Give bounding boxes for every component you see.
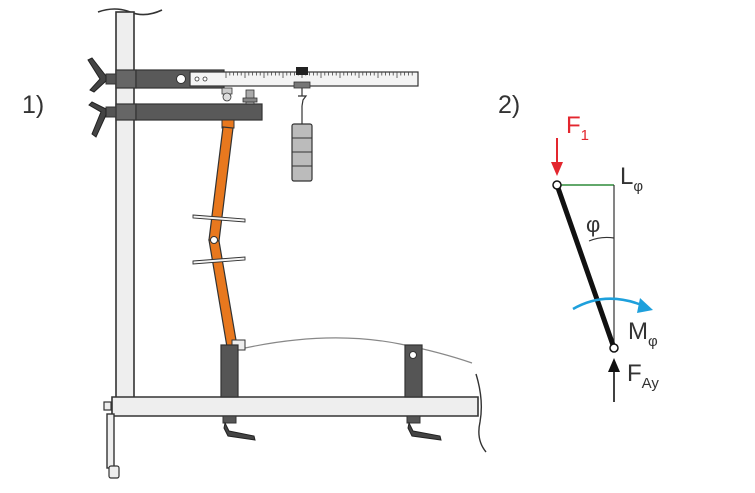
left-base-clamp [220, 344, 239, 398]
free-body-diagram: 2) F1 Lφ φ Mφ FAy [498, 91, 659, 402]
right-clamp-hole [409, 351, 417, 359]
angle-label: φ [586, 212, 600, 237]
upper-knob-stem [105, 73, 117, 85]
force-fay-label: FAy [627, 360, 659, 392]
slider-base [293, 81, 311, 89]
upper-knob-handle [87, 57, 107, 93]
cross-pin-lower [192, 256, 246, 265]
lower-knob-stem [105, 106, 117, 118]
upper-clamp [115, 69, 137, 89]
ruler-ticks [225, 72, 413, 78]
top-pivot [552, 180, 562, 190]
lever-arm-label: Lφ [620, 163, 643, 195]
base-rail [111, 396, 479, 417]
force-f1-arrowhead [551, 162, 563, 176]
foot-pad [108, 465, 120, 479]
moment-arrow-curve [572, 297, 645, 311]
orange-bar-lower [208, 239, 238, 348]
foot-leg [106, 413, 115, 469]
rail-break-line [475, 373, 487, 453]
adjust-screw [245, 89, 255, 105]
ruler-hole [194, 76, 200, 82]
right-clamp-lever [407, 421, 442, 441]
ruler-slider [296, 67, 308, 75]
upper-arm-hole [176, 74, 186, 84]
moment-arrowhead [637, 298, 653, 313]
cross-pin-upper [192, 214, 246, 223]
bottom-pivot [609, 343, 619, 353]
moment-label: Mφ [628, 318, 658, 350]
hook [298, 88, 308, 107]
ruler-hole [202, 76, 208, 82]
adjust-nut [242, 97, 258, 103]
middle-joint [210, 236, 218, 244]
lower-arm [135, 103, 263, 121]
apparatus [87, 8, 487, 479]
right-base-clamp [404, 344, 423, 398]
panel-2-label: 2) [498, 91, 520, 119]
inclined-bar [554, 182, 617, 351]
foot-screw [103, 401, 112, 411]
panel-1-label: 1) [22, 91, 44, 119]
left-clamp-screw [222, 415, 237, 424]
orange-bar-upper [208, 126, 234, 242]
right-clamp-screw [406, 415, 421, 424]
lower-knob-handle [88, 101, 107, 138]
lower-clamp [115, 103, 137, 121]
angle-arc [588, 236, 615, 242]
left-clamp-lever [223, 421, 256, 441]
cable [244, 337, 473, 364]
pivot-ball [222, 92, 232, 102]
force-f1-label: F1 [566, 112, 589, 144]
force-fay-arrowhead [608, 358, 620, 372]
